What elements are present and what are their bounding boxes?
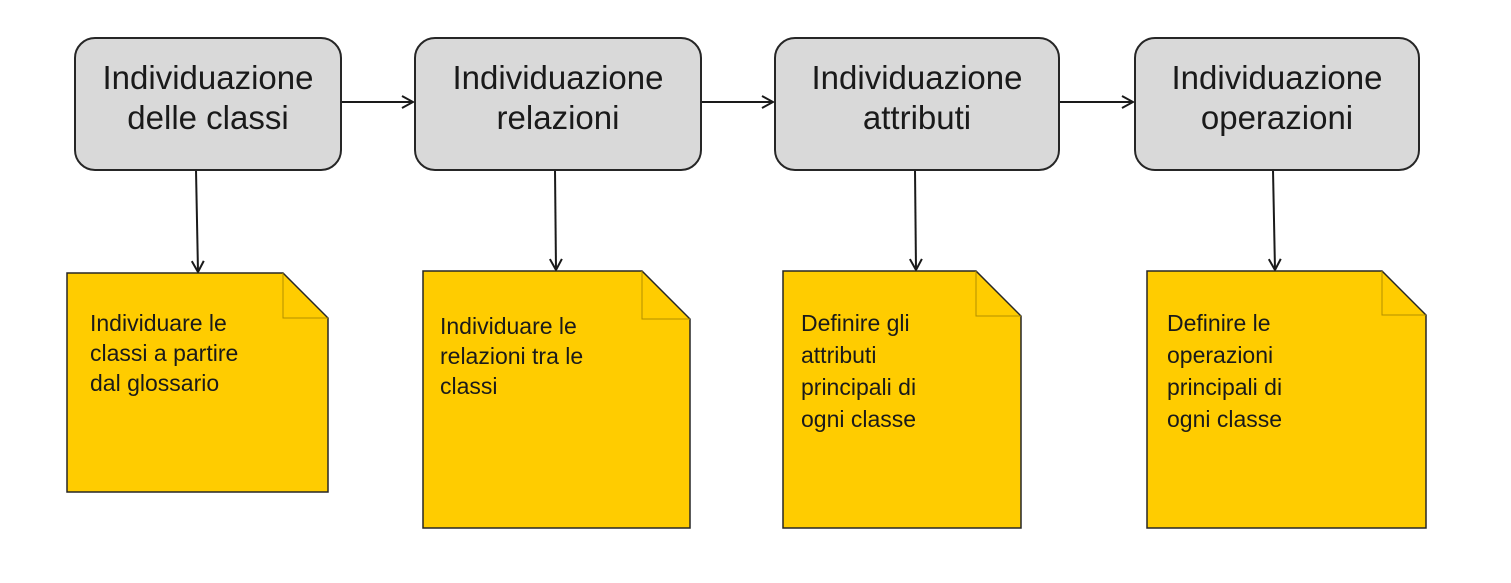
step-title-line1: Individuazione [453, 59, 664, 96]
step-title-line1: Individuazione [1172, 59, 1383, 96]
note-line: classi [440, 373, 498, 399]
note-shape [66, 272, 329, 493]
note-line: attributi [801, 342, 876, 368]
note-relations: Individuare le relazioni tra le classi [422, 270, 691, 529]
step-operations: Individuazione operazioni [1134, 37, 1420, 171]
note-line: dal glossario [90, 370, 219, 396]
step-title-line1: Individuazione [103, 59, 314, 96]
note-line: operazioni [1167, 342, 1273, 368]
note-folded-corner [1381, 271, 1426, 316]
note-shape [422, 270, 691, 529]
note-line: Individuare le [440, 313, 577, 339]
note-line: relazioni tra le [440, 343, 583, 369]
step-box [1134, 37, 1420, 171]
note-line: ogni classe [1167, 406, 1282, 432]
step-box [74, 37, 342, 171]
note-folded-corner [641, 271, 690, 320]
note-connectors [196, 169, 1275, 272]
note-line: Individuare le [90, 310, 227, 336]
step-attributes: Individuazione attributi [774, 37, 1060, 171]
note-line: principali di [801, 374, 916, 400]
note-folded-corner [975, 271, 1021, 317]
note-line: principali di [1167, 374, 1282, 400]
step-title-line2: operazioni [1201, 99, 1353, 136]
note-classes: Individuare le classi a partire dal glos… [66, 272, 329, 493]
note-folded-corner [282, 273, 328, 319]
note-shape [782, 270, 1022, 529]
step-box [414, 37, 702, 171]
step-classes: Individuazione delle classi [74, 37, 342, 171]
note-line: Definire le [1167, 310, 1271, 336]
step-relations: Individuazione relazioni [414, 37, 702, 171]
step-title-line2: attributi [863, 99, 971, 136]
note-shape [1146, 270, 1427, 529]
arrow-step3-to-note3 [915, 169, 916, 270]
note-attributes: Definire gli attributi principali di ogn… [782, 270, 1022, 529]
step-title-line2: delle classi [127, 99, 288, 136]
note-line: Definire gli [801, 310, 910, 336]
step-title-line1: Individuazione [812, 59, 1023, 96]
note-line: ogni classe [801, 406, 916, 432]
note-operations: Definire le operazioni principali di ogn… [1146, 270, 1427, 529]
arrow-step4-to-note4 [1273, 169, 1275, 270]
note-line: classi a partire [90, 340, 238, 366]
step-box [774, 37, 1060, 171]
step-title-line2: relazioni [497, 99, 620, 136]
arrow-step2-to-note2 [555, 169, 556, 270]
arrow-step1-to-note1 [196, 169, 198, 272]
